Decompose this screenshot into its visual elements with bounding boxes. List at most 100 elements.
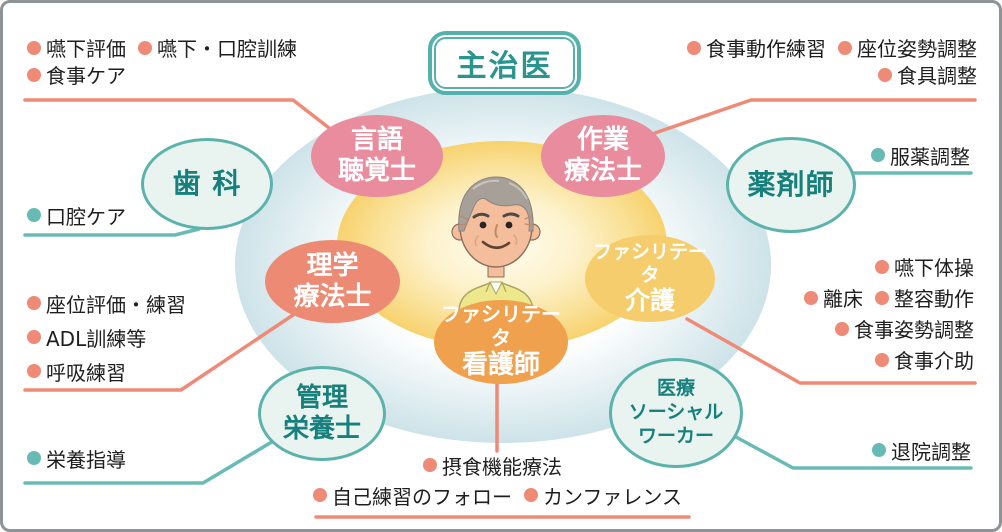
bullet-icon xyxy=(313,488,327,502)
task-item: 食事介助 xyxy=(875,345,974,374)
task-row: 服薬調整 xyxy=(859,141,970,169)
role-dietitian: 管理 栄養士 xyxy=(258,366,386,461)
role-label: ファシリテータ xyxy=(592,241,707,286)
role-label: 療法士 xyxy=(563,156,642,186)
role-label: 医療 xyxy=(656,377,695,400)
role-label: ワーカー xyxy=(637,424,714,447)
role-label: ファシリテータ xyxy=(441,302,561,350)
role-occupational-therapist: 作業 療法士 xyxy=(541,115,665,197)
task-item: 整容動作 xyxy=(875,283,974,312)
connector-dietitian xyxy=(23,438,277,485)
tasks-facilitator-nurse-row1: 摂食機能療法 xyxy=(423,451,574,479)
bullet-icon xyxy=(871,148,885,162)
bullet-icon xyxy=(838,40,852,55)
role-facilitator-care: ファシリテータ 介護 xyxy=(585,235,715,322)
bullet-icon xyxy=(524,488,538,502)
connector-speech-therapist xyxy=(23,98,335,133)
bullet-icon xyxy=(27,40,41,55)
task-item: 食事ケア xyxy=(27,60,126,89)
connector-occupational-therapist xyxy=(653,98,977,135)
bullet-icon xyxy=(27,296,41,310)
task-row: 嚥下体操 xyxy=(792,251,974,282)
role-facilitator-nurse: ファシリテータ 看護師 xyxy=(434,300,568,384)
bullet-icon xyxy=(687,40,701,55)
bullet-icon xyxy=(878,67,892,82)
tasks-speech-therapist: 嚥下評価 嚥下・口腔訓練 食事ケア xyxy=(27,34,309,88)
bullet-icon xyxy=(875,290,889,305)
task-item: 栄養指導 xyxy=(27,444,126,473)
role-label: ソーシャル xyxy=(628,401,724,424)
role-label: 薬剤師 xyxy=(747,168,835,202)
task-item: 食事姿勢調整 xyxy=(835,314,974,343)
tasks-occupational-therapist: 食事動作練習 座位姿勢調整 食具調整 xyxy=(675,34,977,88)
tasks-physical-therapist: 座位評価・練習 ADL訓練等 呼吸練習 xyxy=(27,286,198,388)
bullet-icon xyxy=(27,364,41,378)
task-item: 食具調整 xyxy=(878,60,977,89)
attending-physician-box: 主治医 xyxy=(428,31,581,95)
connector-dentistry xyxy=(23,227,201,237)
role-label: 療法士 xyxy=(293,281,372,312)
task-item: 摂食機能療法 xyxy=(423,451,562,480)
role-label: 作業 xyxy=(576,125,629,156)
role-dentistry: 歯 科 xyxy=(141,138,273,230)
task-row: 嚥下評価 嚥下・口腔訓練 xyxy=(27,34,309,61)
role-label: 栄養士 xyxy=(282,413,361,444)
role-label: 理学 xyxy=(306,250,359,281)
task-row: 栄養指導 xyxy=(27,444,138,472)
bullet-icon xyxy=(27,208,41,222)
task-row: 食事動作練習 座位姿勢調整 xyxy=(675,34,977,61)
tasks-facilitator-nurse-row2: 自己練習のフォロー カンファレンス xyxy=(313,481,694,509)
task-row: 退院調整 xyxy=(860,436,971,464)
task-item: 嚥下評価 xyxy=(27,33,126,62)
task-item: 嚥下・口腔訓練 xyxy=(138,33,297,62)
task-row: 摂食機能療法 xyxy=(423,451,574,479)
tasks-facilitator-care: 嚥下体操 離床 整容動作 食事姿勢調整 食事介助 xyxy=(792,251,974,375)
task-row: 呼吸練習 xyxy=(27,354,198,388)
bullet-icon xyxy=(27,451,41,465)
role-medical-social-worker: 医療 ソーシャル ワーカー xyxy=(609,358,743,468)
bullet-icon xyxy=(835,321,849,336)
task-item: 嚥下体操 xyxy=(875,252,974,281)
role-label: 介護 xyxy=(624,286,675,316)
elderly-patient-icon xyxy=(451,176,541,344)
bullet-icon xyxy=(423,458,437,472)
task-item: 離床 xyxy=(804,283,863,312)
connector-facilitator-care xyxy=(685,317,977,385)
bullet-icon xyxy=(27,330,41,344)
role-label: 歯 科 xyxy=(172,167,242,201)
role-label: 看護師 xyxy=(461,350,540,381)
role-pharmacist: 薬剤師 xyxy=(726,137,856,233)
task-row: 食具調整 xyxy=(675,61,977,88)
role-label: 言語 xyxy=(350,125,403,156)
role-label: 聴覚士 xyxy=(337,156,416,186)
task-item: 退院調整 xyxy=(872,436,971,465)
bullet-icon xyxy=(872,443,886,457)
connector-physical-therapist xyxy=(23,313,295,392)
tasks-dentistry: 口腔ケア xyxy=(27,201,138,229)
task-item: 服薬調整 xyxy=(871,141,970,170)
connector-medical-social-worker xyxy=(734,435,973,470)
task-item: ADL訓練等 xyxy=(27,323,146,352)
bullet-icon xyxy=(27,67,41,82)
role-physical-therapist: 理学 療法士 xyxy=(265,240,400,323)
task-row: 食事姿勢調整 xyxy=(792,313,974,344)
task-row: 食事介助 xyxy=(792,344,974,375)
tasks-medical-social-worker: 退院調整 xyxy=(860,436,971,464)
task-row: 口腔ケア xyxy=(27,201,138,229)
task-item: 座位姿勢調整 xyxy=(838,33,977,62)
bullet-icon xyxy=(875,259,889,274)
task-item: 座位評価・練習 xyxy=(27,289,186,318)
bullet-icon xyxy=(804,290,818,305)
bullet-icon xyxy=(138,40,152,55)
task-row: ADL訓練等 xyxy=(27,320,198,354)
task-row: 自己練習のフォロー カンファレンス xyxy=(313,481,694,509)
connector-lines xyxy=(23,98,977,519)
task-item: 口腔ケア xyxy=(27,201,126,230)
bullet-icon xyxy=(875,352,889,367)
task-row: 離床 整容動作 xyxy=(792,282,974,313)
task-row: 食事ケア xyxy=(27,61,309,88)
patient-illustration xyxy=(451,176,541,344)
task-row: 座位評価・練習 xyxy=(27,286,198,320)
task-item: 自己練習のフォロー xyxy=(313,481,512,510)
